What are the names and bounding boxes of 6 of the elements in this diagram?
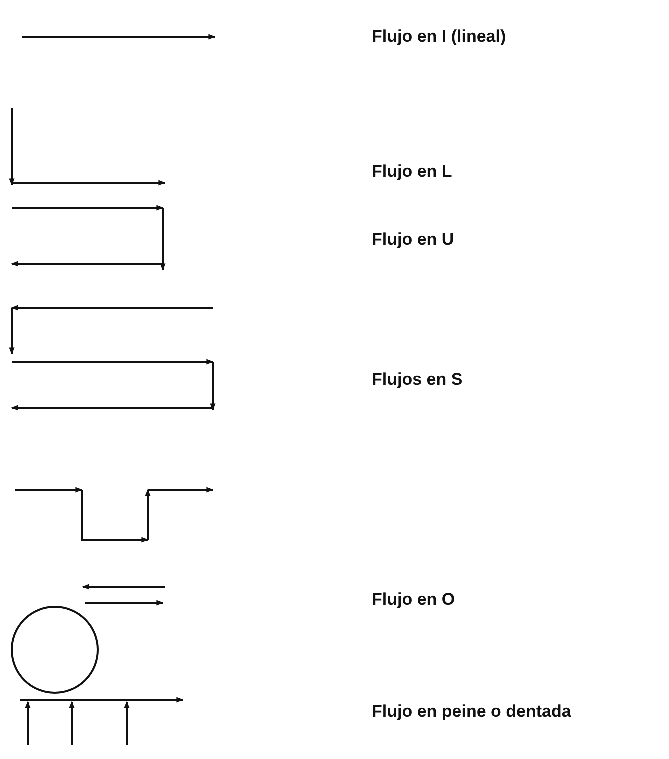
pattern-label: Flujo en O (372, 590, 456, 610)
pattern-label: Flujo en L (372, 162, 452, 182)
pattern-label: Flujo en peine o dentada (372, 702, 572, 722)
pattern-label: Flujos en S (372, 370, 463, 390)
pattern-label: Flujo en U (372, 230, 454, 250)
pattern-label: Flujo en I (lineal) (372, 27, 506, 47)
